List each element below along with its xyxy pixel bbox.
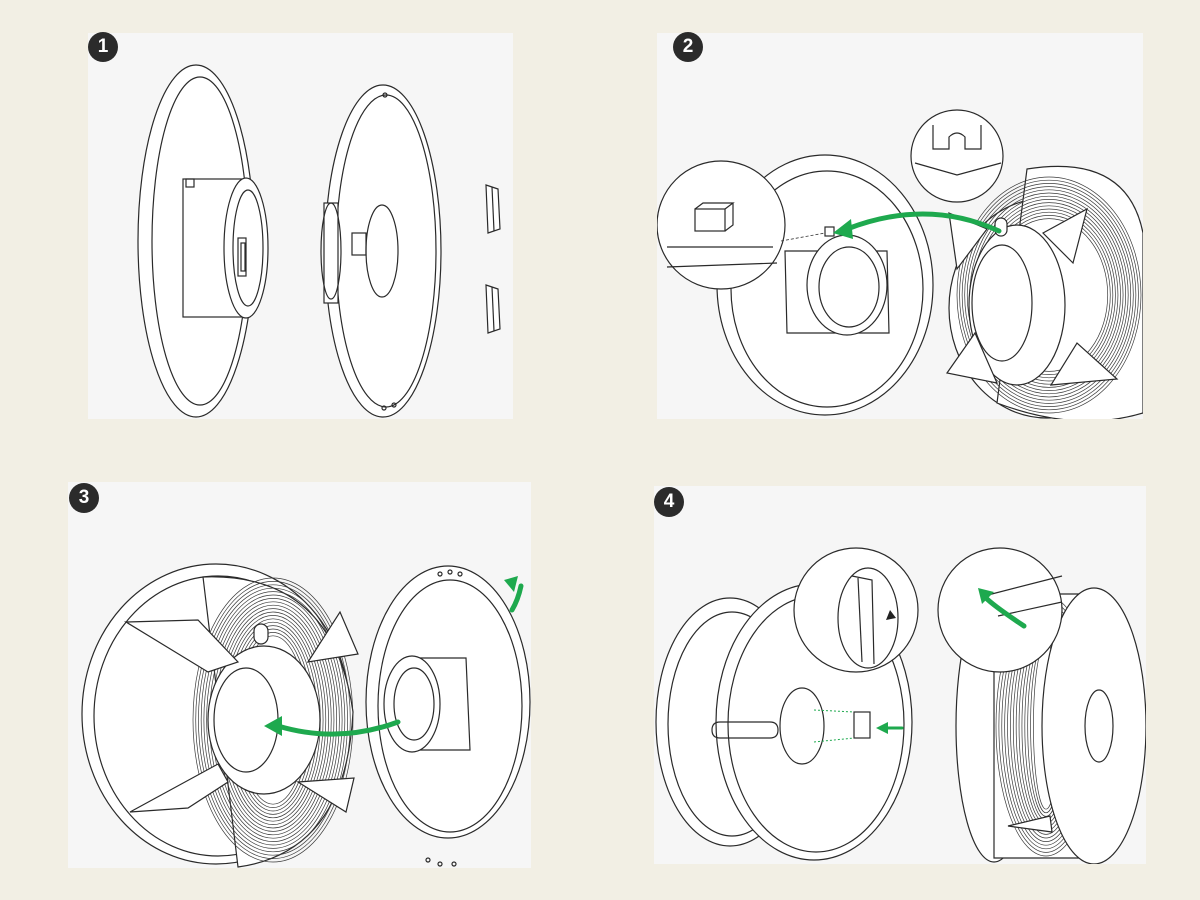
- spool-clip-top: [485, 184, 501, 234]
- filament-winding: [198, 584, 348, 856]
- curved-arrow-icon: [844, 211, 1002, 234]
- detail-magnifier-icon: [657, 160, 786, 290]
- filament-winding: [956, 176, 1142, 414]
- filament-coil-with-flange: [81, 563, 359, 868]
- step-1-illustration: [137, 64, 501, 418]
- filament-winding: [961, 183, 1137, 407]
- filament-winding: [966, 189, 1132, 401]
- step-4-badge: 4: [654, 487, 684, 517]
- curved-arrow-icon: [509, 583, 524, 613]
- step-2-panel: [657, 33, 1143, 419]
- step-3-panel: [68, 482, 531, 868]
- filament-winding: [964, 186, 1134, 404]
- curved-arrow-icon: [983, 595, 1027, 629]
- step-4-illustration: [655, 547, 1146, 864]
- right-flange: [320, 84, 442, 418]
- detail-magnifier-icon: [910, 109, 1004, 203]
- step-2-badge: 2: [673, 32, 703, 62]
- filament-winding: [192, 577, 354, 863]
- step-3-illustration: [81, 563, 531, 868]
- flange-with-hub: [365, 565, 531, 867]
- left-flange-with-hub: [137, 64, 269, 418]
- step-3-badge: 3: [69, 483, 99, 513]
- filament-winding: [203, 591, 343, 849]
- step-4-panel: [654, 486, 1146, 864]
- curved-arrow-icon: [275, 719, 401, 737]
- step-2-illustration: [657, 109, 1143, 419]
- step-1-panel: [88, 33, 513, 419]
- step-1-badge: 1: [88, 32, 118, 62]
- filament-winding: [200, 587, 346, 853]
- filament-winding: [195, 581, 351, 859]
- filament-coil: [945, 165, 1143, 419]
- filament-winding: [959, 179, 1139, 411]
- detail-magnifier-icon: [793, 547, 919, 673]
- spool-clip-bottom: [485, 284, 501, 334]
- filament-winding: [206, 594, 340, 846]
